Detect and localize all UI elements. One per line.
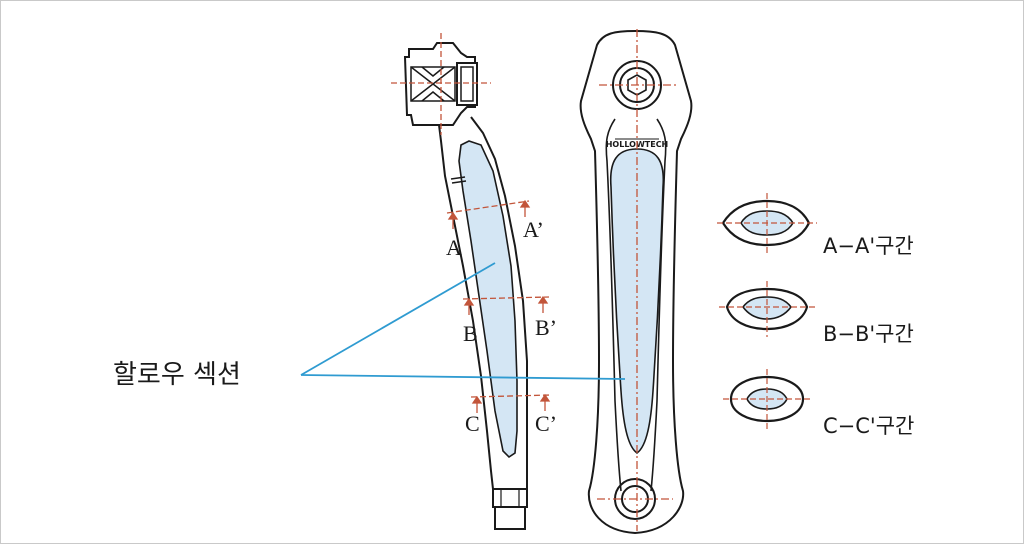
spline-cross-marks [410, 66, 456, 102]
section-mark-c-right: C’ [535, 411, 557, 436]
cut-line-b [462, 296, 550, 300]
hollow-section-label: 할로우 섹션 [113, 360, 241, 390]
front-arm-outline [579, 29, 693, 535]
pedal-thread [494, 507, 526, 530]
section-mark-c-left: C [465, 411, 480, 436]
cross-section-b [719, 281, 815, 337]
cross-section-a [717, 193, 817, 253]
side-tick-mark [450, 176, 467, 184]
callout-line-front [300, 374, 626, 380]
cross-section-c [723, 369, 811, 429]
front-centerlines [597, 29, 677, 531]
cut-line-c [470, 394, 552, 398]
pedal-boss-lines [500, 489, 520, 507]
section-mark-b-right: B’ [535, 315, 557, 340]
section-label-c: C−C'구간 [823, 414, 914, 438]
section-mark-a-left: A [446, 235, 462, 260]
cut-line-a [446, 200, 530, 214]
pedal-boss [492, 488, 528, 508]
spindle-head [403, 42, 476, 126]
section-mark-a-right: A’ [523, 217, 544, 242]
front-view [579, 29, 693, 535]
spindle-bolt-inner [460, 66, 474, 102]
side-view [403, 42, 528, 530]
side-section-cuts [391, 33, 552, 398]
side-section-arrows [447, 199, 551, 413]
section-label-a: A−A'구간 [823, 234, 914, 258]
callout-line-side [300, 262, 496, 376]
section-mark-b-left: B [463, 321, 478, 346]
section-label-b: B−B'구간 [823, 322, 914, 346]
callout-lines [300, 262, 626, 380]
front-arm-inner-outline [605, 118, 667, 492]
